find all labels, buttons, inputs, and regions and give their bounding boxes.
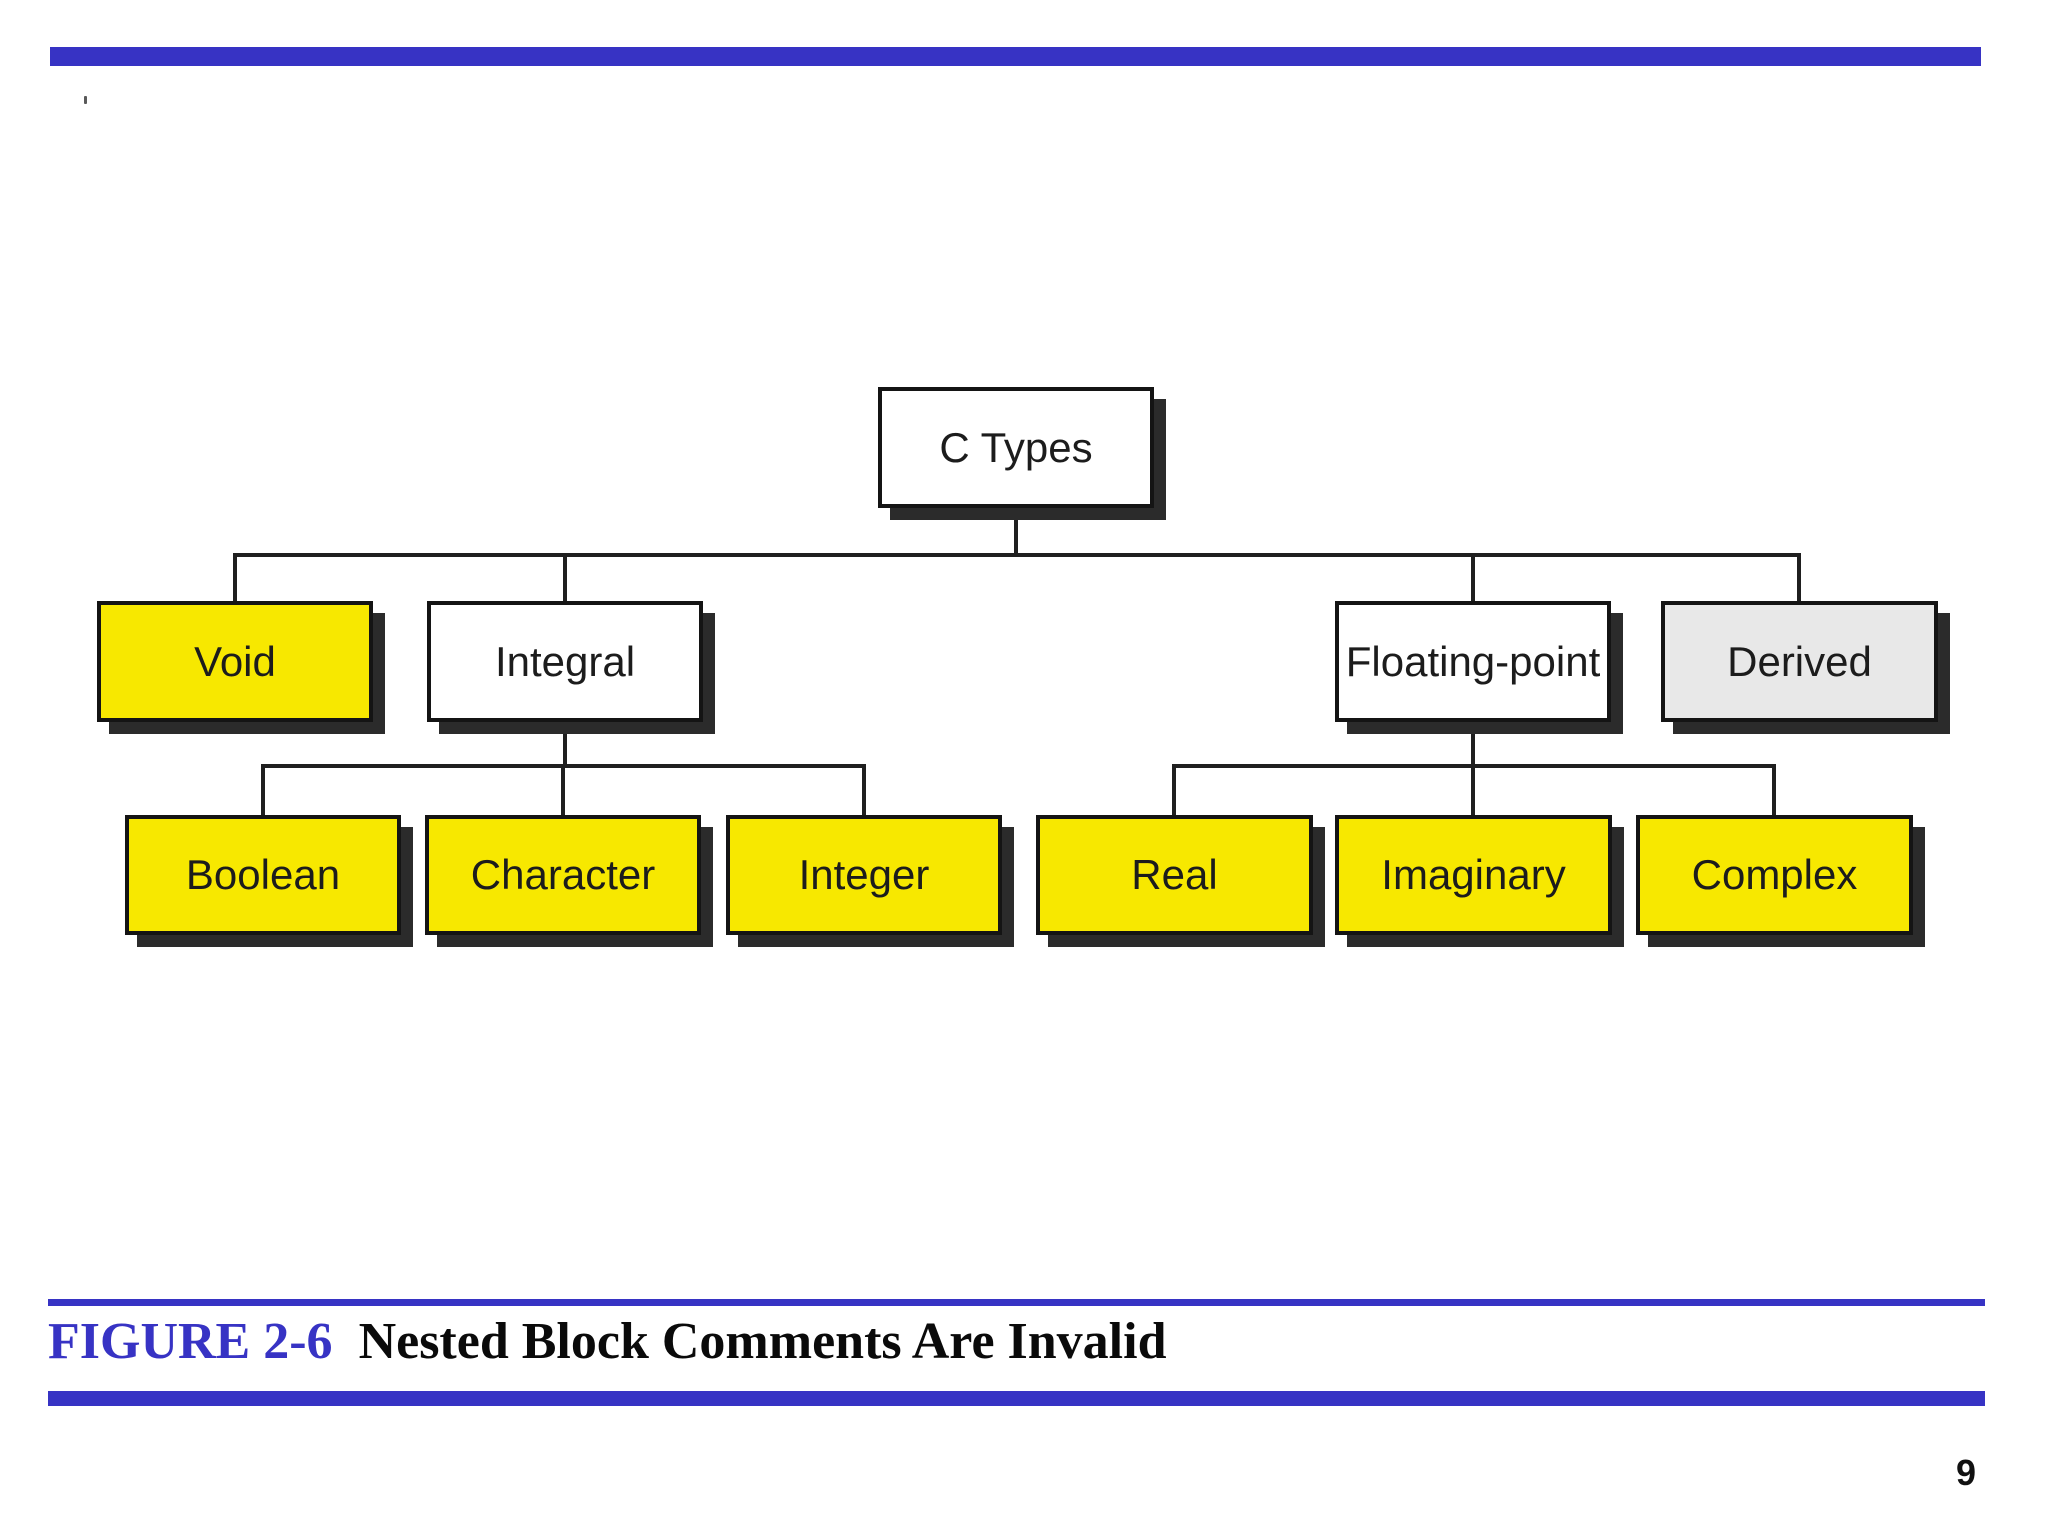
connector-drop-boolean (261, 764, 265, 819)
node-complex: Complex (1636, 815, 1913, 935)
page-number: 9 (1956, 1452, 1977, 1493)
node-floating-point-label: Floating-point (1345, 637, 1601, 685)
connector-level2-rail (233, 553, 1801, 557)
node-c-types: C Types (878, 387, 1154, 508)
node-void: Void (97, 601, 373, 722)
connector-drop-imaginary (1471, 764, 1475, 819)
stray-mark (84, 96, 87, 104)
figure-title: Nested Block Comments Are Invalid (358, 1313, 1167, 1370)
node-character-label: Character (470, 851, 656, 898)
node-integral: Integral (427, 601, 703, 722)
node-integral-label: Integral (494, 637, 636, 685)
node-imaginary-label: Imaginary (1381, 851, 1566, 898)
figure-caption: FIGURE 2-6 Nested Block Comments Are Inva… (48, 1312, 1167, 1371)
figure-label: FIGURE 2-6 (48, 1313, 333, 1370)
node-integer-label: Integer (798, 851, 930, 898)
node-real-label: Real (1131, 851, 1218, 898)
node-character: Character (425, 815, 701, 935)
node-floating-point: Floating-point (1335, 601, 1611, 722)
node-integer: Integer (726, 815, 1002, 935)
connector-integral-stem (563, 718, 567, 768)
connector-drop-derived (1797, 553, 1801, 605)
node-boolean: Boolean (125, 815, 401, 935)
connector-floating-stem (1471, 718, 1475, 768)
connector-drop-floating-point (1471, 553, 1475, 605)
caption-rule-thick (48, 1391, 1985, 1406)
connector-drop-integral (563, 553, 567, 605)
caption-rule-thin (48, 1299, 1985, 1306)
node-derived: Derived (1661, 601, 1938, 722)
node-real: Real (1036, 815, 1313, 935)
connector-drop-integer (862, 764, 866, 819)
connector-drop-real (1172, 764, 1176, 819)
connector-drop-void (233, 553, 237, 605)
node-imaginary: Imaginary (1335, 815, 1612, 935)
node-complex-label: Complex (1691, 851, 1858, 898)
connector-root-stem (1014, 505, 1018, 557)
node-void-label: Void (194, 637, 276, 685)
connector-drop-character (561, 764, 565, 819)
connector-drop-complex (1772, 764, 1776, 819)
node-boolean-label: Boolean (185, 851, 341, 898)
top-divider-bar (50, 47, 1981, 66)
node-derived-label: Derived (1727, 637, 1872, 685)
node-c-types-label: C Types (939, 423, 1093, 471)
